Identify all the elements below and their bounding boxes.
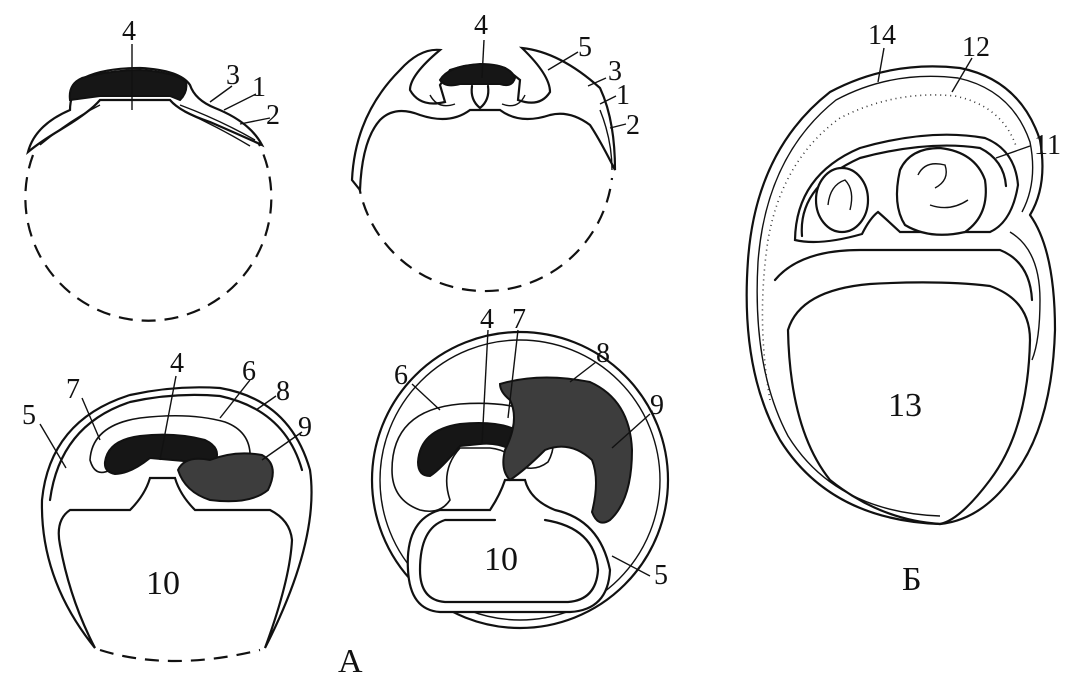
label-10c: 10 (146, 565, 180, 602)
label-1: 1 (252, 72, 266, 103)
yolk-dashed-outline (25, 142, 271, 321)
ectoderm-dark-2 (440, 64, 515, 85)
panel-b-egg: 14 12 11 13 (747, 20, 1061, 524)
label-9c: 9 (298, 412, 312, 443)
panel-a-stage-1: 4 3 1 2 (25, 16, 280, 321)
leader-6d (412, 384, 440, 410)
label-4d: 4 (480, 304, 494, 335)
leader-14 (878, 48, 884, 82)
label-5d: 5 (654, 560, 668, 591)
panel-b-label: Б (902, 561, 922, 598)
label-6c: 6 (242, 356, 256, 387)
label-13: 13 (888, 387, 922, 424)
embryo-head-right (897, 148, 986, 235)
label-7c: 7 (66, 374, 80, 405)
label-12: 12 (962, 32, 990, 63)
embryo-head-left (816, 168, 868, 232)
leader-12 (952, 58, 972, 92)
label-2: 2 (266, 100, 280, 131)
label-4c: 4 (170, 348, 184, 379)
yolk-membrane-top (775, 250, 1032, 300)
ectoderm-dark (70, 70, 187, 100)
label-3: 3 (226, 60, 240, 91)
label-5c: 5 (22, 400, 36, 431)
label-5b: 5 (578, 32, 592, 63)
label-7d: 7 (512, 304, 526, 335)
label-4b: 4 (474, 10, 488, 41)
label-14: 14 (868, 20, 896, 51)
label-2b: 2 (626, 110, 640, 141)
yolk-dashed-bottom-3 (100, 650, 260, 661)
label-6d: 6 (394, 360, 408, 391)
yolk-dashed-outline-2 (358, 178, 612, 291)
label-11: 11 (1034, 130, 1061, 161)
allantois-line (1010, 232, 1040, 360)
label-8d: 8 (596, 338, 610, 369)
label-4: 4 (122, 16, 136, 47)
label-10d: 10 (484, 541, 518, 578)
panel-a-stage-3: 4 6 8 9 7 5 10 (22, 348, 312, 661)
label-8c: 8 (276, 376, 290, 407)
leader-8d (570, 362, 596, 382)
panel-a-stage-4: 4 7 6 8 9 5 10 (372, 304, 668, 628)
label-9d: 9 (650, 390, 664, 421)
panel-a-label: А (338, 643, 363, 680)
panel-a-stage-2: 4 5 3 1 2 (352, 10, 640, 291)
label-1b: 1 (616, 80, 630, 111)
